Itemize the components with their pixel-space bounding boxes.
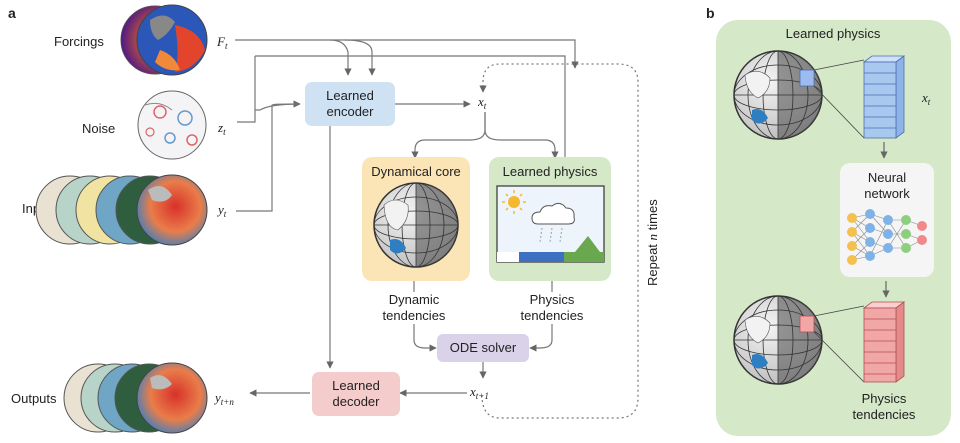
connectors: [235, 39, 579, 397]
label-outputs: Outputs: [11, 391, 57, 406]
decoder-label-2: decoder: [333, 394, 381, 409]
repeat-label: Repeat n times: [645, 199, 660, 286]
dynamic-tendencies-2: tendencies: [383, 308, 446, 323]
panel-b-var-x: xt: [921, 90, 931, 107]
var-x-next: xt+1: [469, 384, 489, 401]
neural-network-label-1: Neural: [868, 170, 906, 185]
output-column-icon: [862, 301, 906, 383]
neural-network-icon: [847, 209, 927, 265]
ode-solver-box: [437, 334, 529, 362]
noise-globe-image: [137, 90, 207, 160]
inputs-globes-image: [35, 174, 208, 246]
forcings-globes-image: [120, 4, 208, 76]
var-F: Ft: [216, 34, 228, 51]
input-column-icon: [862, 55, 906, 139]
var-z: zt: [217, 120, 226, 137]
panel-letter-b: b: [706, 5, 715, 21]
dynamical-core-globe-icon: [373, 182, 459, 268]
weather-scene-icon: [496, 185, 605, 263]
panel-b-globe-bottom-icon: [733, 295, 823, 385]
outputs-globes-image: [63, 362, 208, 434]
label-noise: Noise: [82, 121, 115, 136]
physics-tendencies-1: Physics: [530, 292, 575, 307]
decoder-box: [312, 372, 400, 416]
encoder-label-2: encoder: [327, 104, 375, 119]
repeat-loop: [479, 63, 639, 419]
ode-solver-label: ODE solver: [450, 340, 517, 355]
encoder-box: [305, 82, 395, 126]
dynamical-core-label: Dynamical core: [371, 164, 461, 179]
physics-tendencies-2: tendencies: [521, 308, 584, 323]
panel-b-physics-tendencies-1: Physics: [862, 391, 907, 406]
learned-physics-label: Learned physics: [503, 164, 598, 179]
decoder-label-1: Learned: [332, 378, 380, 393]
panel-b-physics-tendencies-2: tendencies: [853, 407, 916, 422]
neural-network-label-2: network: [864, 186, 910, 201]
panel-b-title: Learned physics: [786, 26, 881, 41]
var-x: xt: [477, 94, 487, 111]
encoder-label-1: Learned: [326, 88, 374, 103]
panel-b-globe-top-icon: [733, 50, 823, 140]
panel-letter-a: a: [8, 5, 16, 21]
var-y-out: yt+n: [213, 390, 234, 407]
var-y: yt: [216, 202, 227, 219]
label-forcings: Forcings: [54, 34, 104, 49]
dynamic-tendencies-1: Dynamic: [389, 292, 440, 307]
